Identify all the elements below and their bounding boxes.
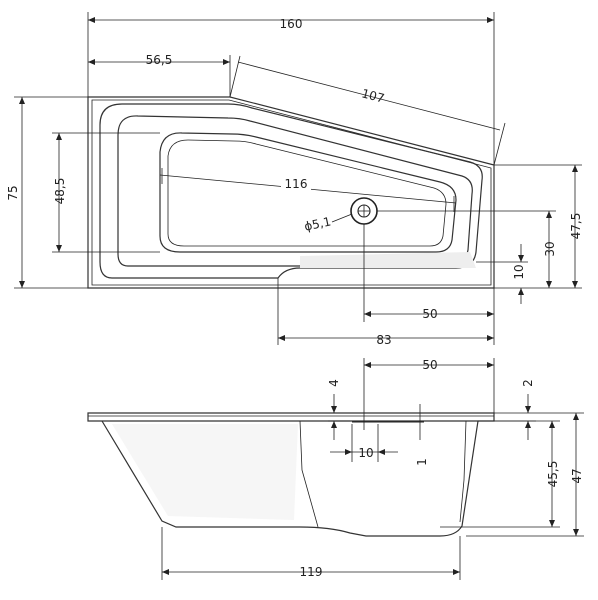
- dim-angled-edge-length: 107: [360, 86, 386, 105]
- tub-outer-outline: [87, 96, 495, 289]
- dim-inner-depth: 45,5: [546, 461, 560, 488]
- tub-outer-outline-inner-line: [91, 99, 492, 286]
- tub-body-side: [101, 420, 479, 537]
- dim-overflow-width: 10: [358, 446, 373, 460]
- dim-ledge-offset: 10: [512, 264, 526, 279]
- dim-total-width: 75: [6, 185, 20, 200]
- basin-floor-inner: [167, 139, 447, 247]
- dim-overflow-height: 1: [415, 458, 429, 466]
- tub-body-panel-line-2: [459, 420, 467, 523]
- dim-inner-length: 116: [285, 177, 308, 191]
- tub-rim: [99, 103, 483, 279]
- dim-total-height: 47: [570, 468, 584, 483]
- tub-body-panel-line: [299, 420, 319, 528]
- tub-body-side-shade: [112, 424, 298, 520]
- tub-rim-side: [87, 412, 495, 422]
- top-view: 160 56,5 107 75 48,5 116 ϕ5,1 47,5: [6, 12, 583, 347]
- dim-drain-offset: 30: [543, 241, 557, 256]
- dim-bottom-length: 119: [300, 565, 323, 579]
- dim-rim-step-left: 4: [327, 379, 341, 387]
- drain-icon: [350, 197, 378, 225]
- dimension-arrowheads: [19, 17, 579, 575]
- basin-bottom: [117, 115, 473, 267]
- side-view: 50 4 2 10 1 45,5 47 119: [87, 358, 584, 580]
- dim-drain-diameter: ϕ5,1: [303, 214, 332, 233]
- dim-inner-width: 48,5: [53, 178, 67, 205]
- dim-drain-to-right-end: 50: [422, 307, 437, 321]
- dim-side-drain-to-right-end: 50: [422, 358, 437, 372]
- dim-rim-step-right: 2: [521, 379, 535, 387]
- dim-right-end-width: 47,5: [569, 213, 583, 240]
- dim-total-length: 160: [280, 17, 303, 31]
- dim-straight-section-length: 83: [376, 333, 391, 347]
- dim-short-side-length: 56,5: [146, 53, 173, 67]
- ledge-shading: [300, 252, 476, 268]
- basin-floor: [159, 132, 457, 253]
